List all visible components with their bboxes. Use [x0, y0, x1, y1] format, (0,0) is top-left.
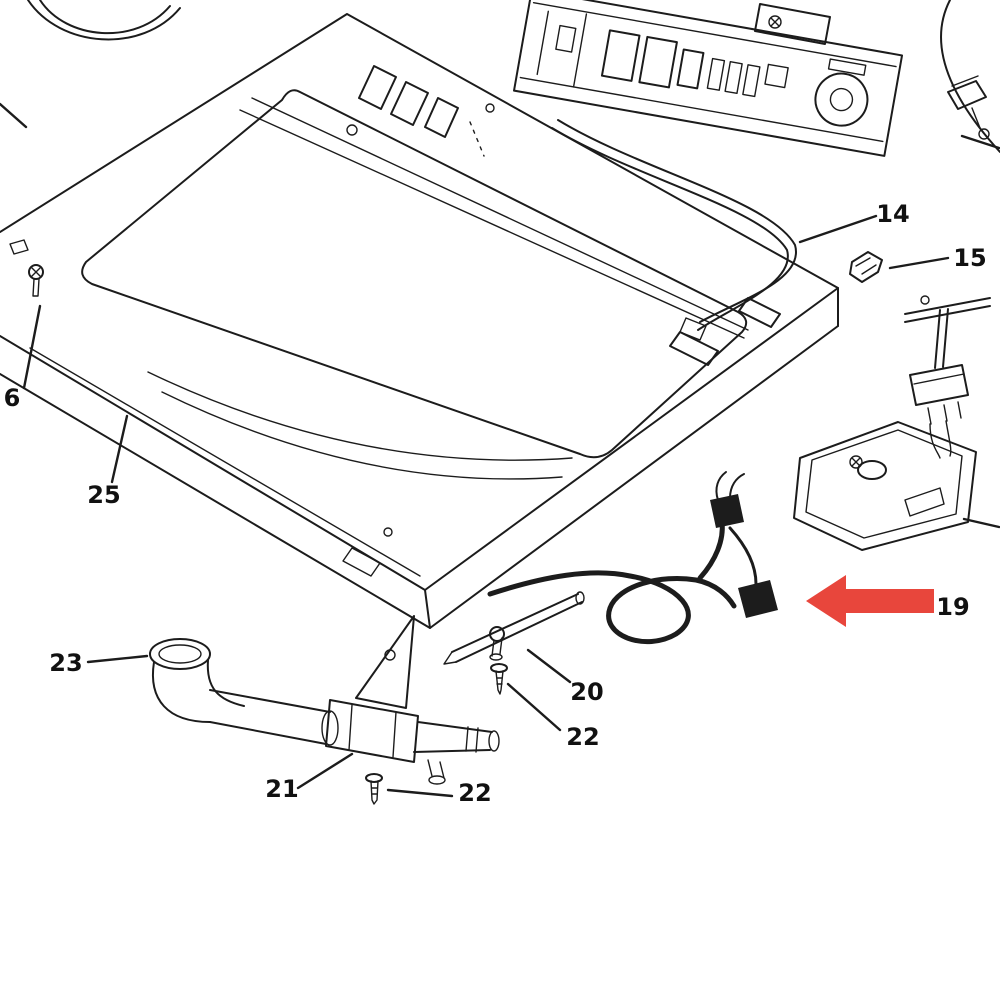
- switch-assembly: [904, 295, 991, 459]
- tray-bracket: [793, 421, 1000, 551]
- screw-22-lower: [365, 773, 383, 805]
- timer-knob: [814, 72, 869, 127]
- main-top-panel: [0, 13, 839, 629]
- callout-15: 15: [953, 244, 986, 272]
- leader-line-23: [86, 654, 149, 664]
- callout-14: 14: [876, 200, 909, 228]
- wire-harness-19: [487, 471, 778, 645]
- leader-line-20: [526, 648, 572, 684]
- lid-opening: [81, 89, 748, 480]
- left-screw-part: [9, 239, 44, 297]
- harness-connector-lower: [738, 580, 778, 618]
- callout-22-upper: 22: [566, 723, 599, 751]
- valve-bracket: [355, 615, 415, 709]
- callout-20: 20: [570, 678, 603, 706]
- callouts: 14 15 6 25 19 20 22 23 21 22: [4, 200, 987, 807]
- nozzle-tube-20: [443, 591, 585, 665]
- hose-ring-23: [149, 638, 211, 670]
- callout-22-lower: 22: [458, 779, 491, 807]
- leader-line-22-lower: [386, 788, 454, 798]
- console-mount-bracket: [754, 3, 831, 45]
- callout-21: 21: [265, 775, 298, 803]
- panel-slot-tabs: [346, 65, 495, 157]
- callout-25: 25: [87, 481, 120, 509]
- leader-line-14: [798, 214, 878, 244]
- leader-line-15: [888, 256, 950, 270]
- callout-23: 23: [49, 649, 82, 677]
- top-left-hose-curve: [0, 0, 181, 129]
- drain-hose-assembly: [149, 615, 500, 785]
- leader-line-22-upper: [506, 682, 562, 732]
- console-assembly: [513, 0, 904, 157]
- leader-lines: [22, 214, 950, 798]
- leader-line-25: [110, 414, 129, 484]
- harness-connector-upper: [710, 494, 744, 528]
- clip-15: [849, 251, 883, 283]
- callout-6: 6: [4, 384, 21, 412]
- inset-detail-circle: [940, 0, 1000, 153]
- highlight-arrow: [806, 575, 934, 627]
- screw-22-upper: [490, 663, 508, 695]
- callout-19: 19: [936, 593, 969, 621]
- leader-line-6: [22, 304, 42, 390]
- leader-line-21: [296, 752, 354, 790]
